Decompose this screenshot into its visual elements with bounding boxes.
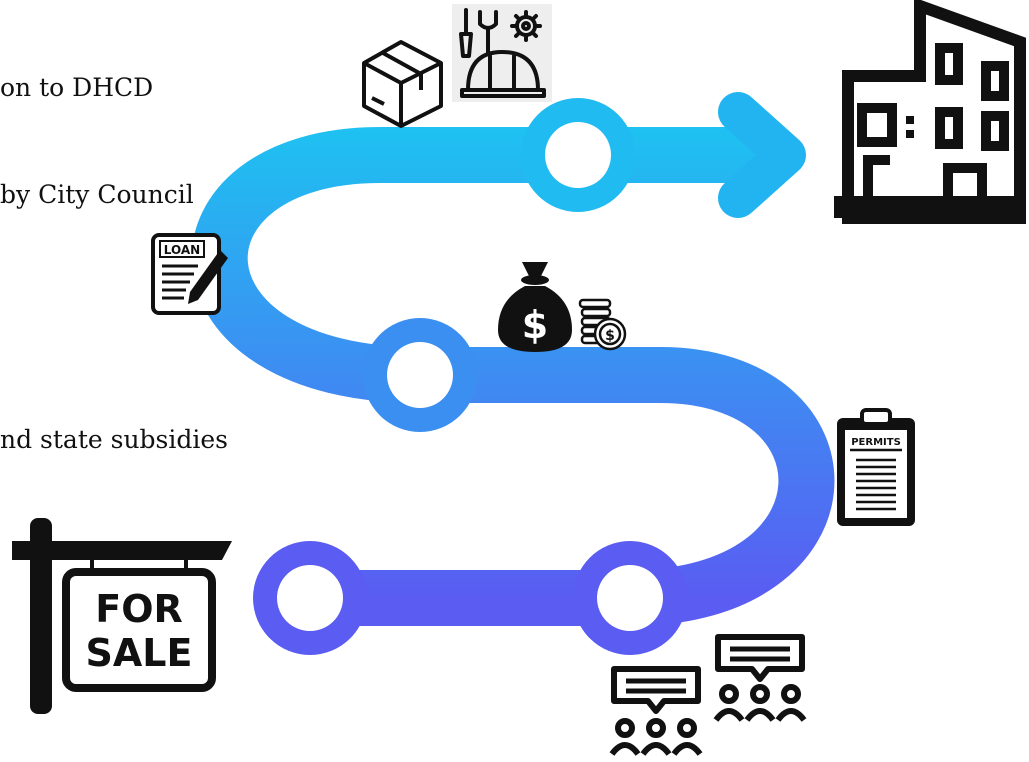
for-sale-sign-icon: FOR SALE: [12, 518, 232, 714]
milestone-node-3: [363, 318, 477, 432]
coin-sign: $: [605, 328, 615, 344]
step-text-dhcd: on to DHCD: [0, 73, 154, 102]
permits-label: PERMITS: [851, 437, 901, 448]
sign-text-for: FOR: [95, 587, 183, 631]
community-meeting-icon-1: [609, 666, 703, 756]
roadmap-path: [191, 127, 835, 626]
box-icon: [362, 40, 443, 128]
coins-icon: $: [578, 298, 627, 351]
permits-clipboard-icon: PERMITS: [837, 408, 915, 526]
community-meeting-icon-2: [713, 634, 807, 722]
dollar-sign: $: [522, 303, 548, 347]
milestone-node-1: [253, 541, 367, 655]
step-text-subsidies: nd state subsidies: [0, 425, 229, 454]
arrow-head: [718, 92, 806, 218]
money-bag-icon: $: [498, 262, 572, 352]
tools-helmet-icon: [452, 4, 552, 102]
milestone-node-2: [573, 541, 687, 655]
building-icon: [834, 0, 1026, 224]
loan-icon: LOAN: [151, 233, 228, 315]
milestone-node-4: [521, 98, 635, 212]
loan-label: LOAN: [164, 243, 200, 257]
sign-text-sale: SALE: [86, 631, 193, 675]
step-text-city-council: by City Council: [0, 180, 194, 209]
